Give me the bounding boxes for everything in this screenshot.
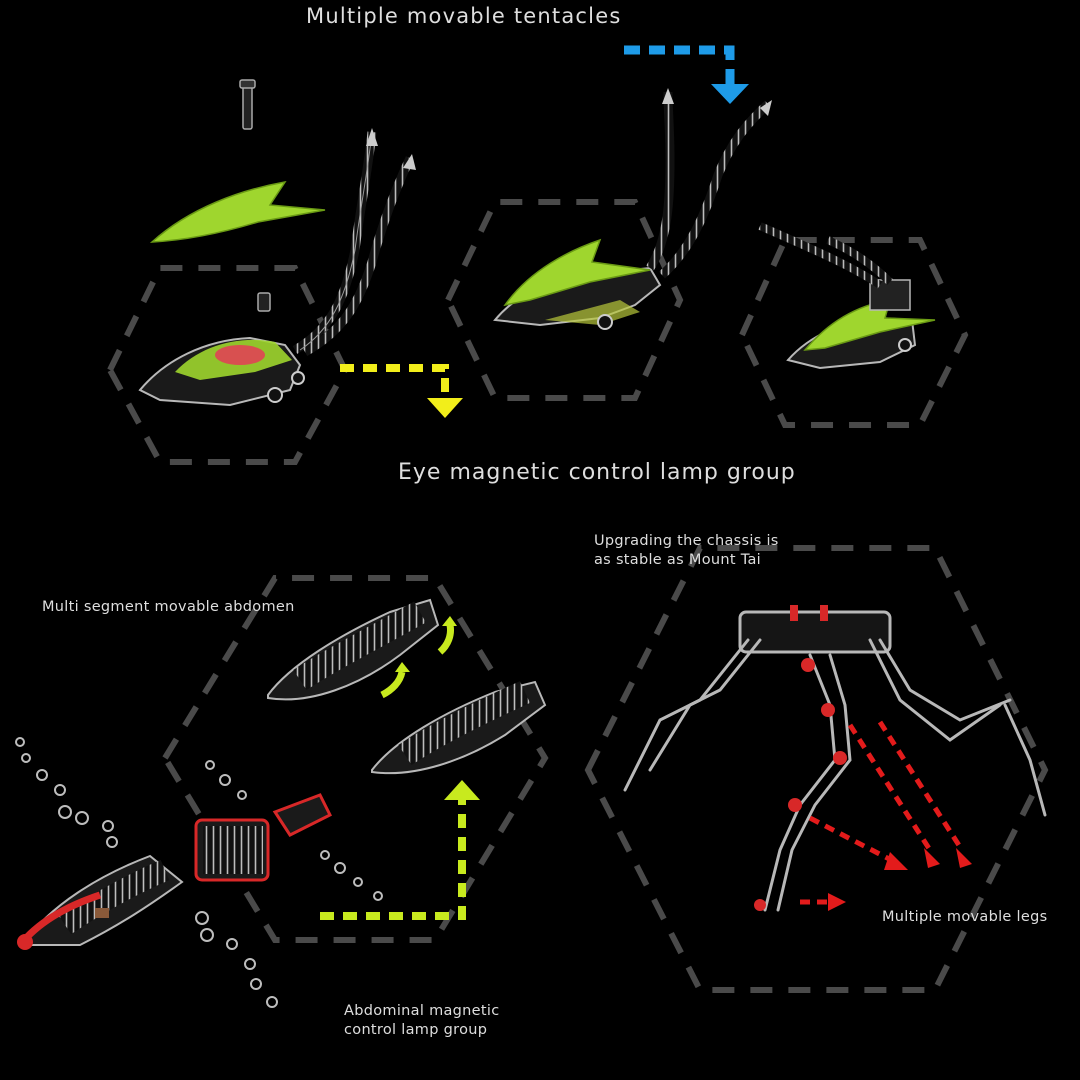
label-abdominal-lamp: Abdominal magnetic control lamp group — [344, 1003, 500, 1038]
hex-frame-4 — [161, 575, 549, 943]
hex-frame-5 — [584, 545, 1049, 993]
head-assembly-complete — [758, 222, 936, 370]
abdomen-red-connector — [272, 793, 333, 837]
label-eye-lamp: Eye magnetic control lamp group — [398, 460, 796, 485]
arrow-down-icon — [340, 364, 463, 418]
curved-arrow-icon — [380, 624, 454, 699]
abdomen-red-block — [194, 818, 270, 882]
chassis-legs — [623, 610, 1047, 912]
hex-frame-3 — [738, 237, 969, 428]
head-assembly-exploded — [138, 79, 416, 407]
abdomen-exploded-parts — [15, 737, 383, 1008]
arrow-down-icon — [624, 45, 749, 104]
arrow-up-icon — [320, 780, 480, 920]
hex-frame-2 — [444, 199, 684, 401]
arrow-right-icon — [800, 720, 965, 905]
label-chassis: Upgrading the chassis is as stable as Mo… — [594, 533, 779, 568]
abdomen-tail-segment — [17, 854, 184, 950]
label-abdomen: Multi segment movable abdomen — [42, 599, 295, 615]
abdomen-segment-upper — [267, 598, 440, 701]
head-assembly-mid — [493, 88, 772, 330]
label-legs: Multiple movable legs — [882, 909, 1048, 925]
chassis-red-joints — [754, 605, 847, 911]
label-tentacles: Multiple movable tentacles — [306, 4, 622, 28]
abdomen-segment-lower — [371, 680, 547, 775]
